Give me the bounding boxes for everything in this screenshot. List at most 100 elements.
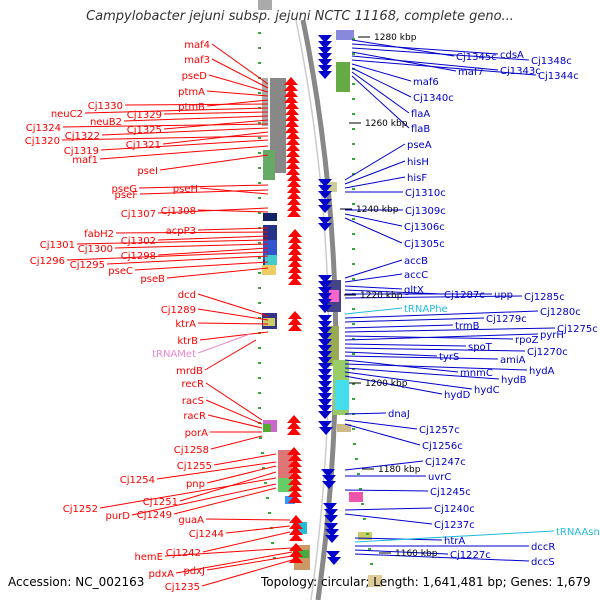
gene-arrow-forward	[287, 415, 301, 423]
gc-mark	[258, 362, 261, 364]
left-gene-label: Cj1235	[165, 582, 200, 593]
left-label-connector	[114, 243, 269, 249]
gene-arrow-forward	[288, 483, 302, 491]
right-label-lines	[344, 39, 556, 562]
right-label-connector	[344, 143, 406, 181]
map-title: Campylobacter jejuni subsp. jejuni NCTC …	[86, 9, 514, 24]
gene-arrow-reverse	[318, 65, 332, 73]
gene-arrow-reverse	[318, 41, 332, 49]
left-gene-label: purD	[106, 511, 131, 522]
right-label-connector	[344, 419, 418, 430]
gc-mark	[258, 47, 261, 49]
right-label-connector	[344, 273, 403, 283]
gene-arrow-forward	[287, 197, 301, 205]
gene-arrow-reverse	[318, 393, 332, 401]
gene-arrow-forward	[288, 495, 302, 503]
gene-arrow-reverse	[318, 351, 332, 359]
gene-arrow-reverse	[319, 427, 333, 435]
feature-block	[336, 62, 350, 92]
gene-arrow-reverse	[322, 475, 336, 483]
gene-arrow-forward	[289, 521, 303, 529]
left-gene-label: Cj1242	[166, 548, 201, 559]
gene-arrow-forward	[288, 317, 302, 325]
gene-arrow-reverse	[323, 503, 337, 511]
left-label-connector	[164, 547, 293, 557]
gene-arrow-reverse	[318, 293, 332, 301]
gene-arrow-reverse	[318, 405, 332, 413]
feature-block	[337, 424, 351, 432]
gc-mark	[258, 137, 261, 139]
left-gene-label: dcd	[178, 290, 196, 301]
gene-arrow-reverse	[321, 469, 335, 477]
gc-mark	[352, 203, 355, 205]
left-label-connector	[76, 239, 269, 245]
right-gene-label: upp	[494, 290, 513, 301]
left-gene-label: Cj1244	[189, 529, 224, 540]
right-gene-label: amiA	[500, 355, 526, 366]
gene-arrow-reverse	[318, 345, 332, 353]
gene-arrow-reverse	[318, 35, 332, 43]
left-gene-label: neuC2	[51, 109, 83, 120]
gc-mark	[352, 143, 355, 145]
gene-arrow-reverse	[326, 551, 340, 559]
gene-arrow-forward	[285, 125, 299, 133]
right-label-connector	[344, 324, 454, 329]
left-gene-label: tRNAMet	[152, 349, 196, 360]
feature-block	[336, 30, 354, 40]
right-label-connector	[351, 51, 457, 72]
right-gene-label: Cj1280c	[540, 307, 581, 318]
right-gene-label: tyrS	[439, 352, 459, 363]
gc-mark	[352, 428, 355, 430]
left-gene-label: racR	[183, 411, 206, 422]
gc-mark	[261, 452, 264, 454]
left-label-connector	[124, 103, 269, 106]
feature-block	[265, 255, 277, 265]
left-label-connector	[197, 293, 269, 317]
left-gene-label: maf1	[72, 155, 98, 166]
gc-mark	[352, 338, 355, 340]
left-gene-label: Cj1298	[121, 251, 156, 262]
gene-arrow-forward	[286, 149, 300, 157]
gene-arrow-reverse	[324, 515, 338, 523]
gene-arrow-reverse	[318, 421, 332, 429]
left-gene-label: Cj1258	[174, 445, 209, 456]
gc-mark	[258, 32, 261, 34]
gene-arrow-forward	[288, 465, 302, 473]
right-gene-label: hydB	[501, 375, 527, 386]
gene-arrow-reverse	[318, 321, 332, 329]
feature-block	[263, 318, 275, 326]
feature-block	[263, 424, 271, 432]
right-gene-label: hydA	[529, 366, 555, 377]
gene-arrow-reverse	[324, 509, 338, 517]
gene-arrow-forward	[287, 185, 301, 193]
gc-mark	[359, 488, 362, 490]
left-label-connector	[84, 107, 269, 114]
left-label-connector	[225, 525, 291, 534]
gene-arrow-reverse	[318, 339, 332, 347]
gene-arrow-forward	[287, 173, 301, 181]
gene-arrow-reverse	[318, 333, 332, 341]
gene-arrow-reverse	[318, 71, 332, 79]
left-gene-label: pseF	[115, 190, 139, 201]
gene-arrow-reverse	[318, 357, 332, 365]
left-label-connector	[166, 267, 269, 279]
right-gene-label: spoT	[468, 342, 493, 353]
right-gene-label: Cj1343c	[500, 66, 541, 77]
right-gene-label: Cj1227c	[450, 550, 491, 561]
left-gene-label: Cj1300	[78, 244, 113, 255]
right-label-connector	[344, 351, 438, 357]
gene-arrow-reverse	[318, 381, 332, 389]
gc-mark	[271, 542, 274, 544]
left-gene-label: pseB	[140, 274, 165, 285]
scale-label: 1160 kbp	[395, 549, 438, 559]
gene-arrow-reverse	[318, 369, 332, 377]
gene-arrow-forward	[288, 259, 302, 267]
left-gene-label: Cj1321	[126, 140, 161, 151]
left-label-connector	[157, 235, 269, 241]
left-label-connector	[157, 247, 269, 256]
right-gene-label: Cj1270c	[527, 347, 568, 358]
gene-arrow-forward	[286, 143, 300, 151]
feature-block	[358, 532, 372, 540]
